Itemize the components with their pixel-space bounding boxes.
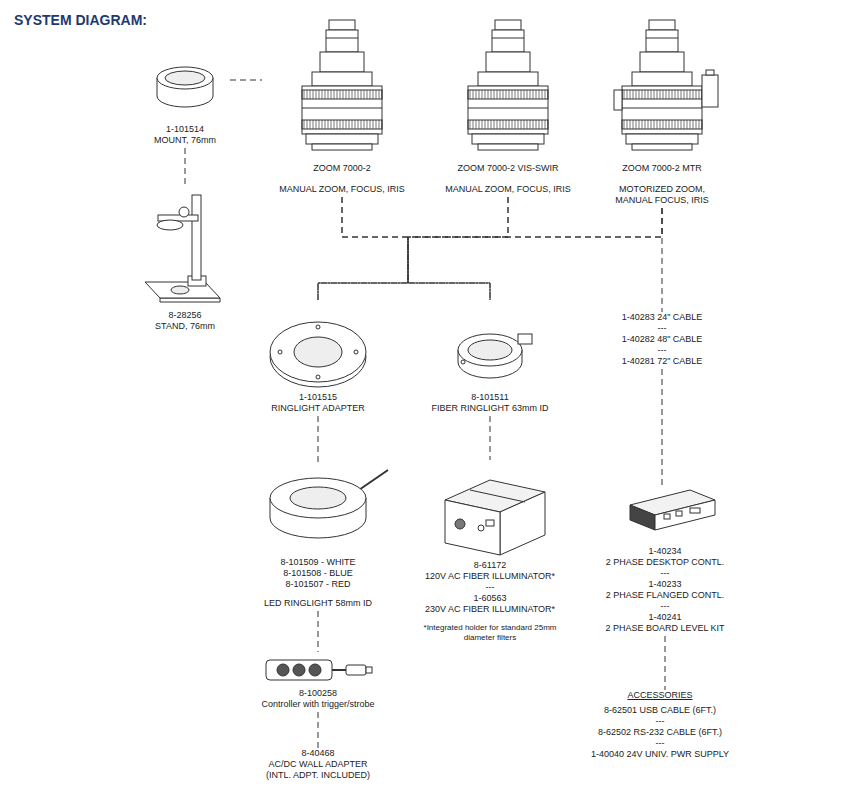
caption-text: 1-40281 72" CABLE (612, 356, 712, 367)
caption-text: LED RINGLIGHT 58mm ID (253, 598, 383, 609)
caption-text: 1-40282 48" CABLE (612, 334, 712, 345)
dashed-connector (408, 208, 662, 300)
stepper-controller (630, 490, 715, 530)
controller-node: 1-402342 PHASE DESKTOP CONTL.---1-402332… (590, 488, 740, 636)
caption-text: 8-101508 - BLUE (253, 568, 383, 579)
caption-text: 1-60563 (405, 593, 575, 604)
caption-text: 2 PHASE BOARD LEVEL KIT (590, 623, 740, 634)
caption-text: MANUAL ZOOM, FOCUS, IRIS (262, 184, 422, 195)
accessories-list: ACCESSORIES8-62501 USB CABLE (6FT.)---8-… (570, 690, 750, 762)
caption-text: ACCESSORIES (570, 690, 750, 701)
dashed-connector (185, 148, 186, 188)
caption-text: FIBER RINGLIGHT 63mm ID (425, 403, 555, 414)
dashed-connector (318, 197, 408, 300)
caption-text: 8-101507 - RED (253, 579, 383, 590)
caption-text: 8-40468 (250, 748, 386, 759)
lens-node: ZOOM 7000-2 MTR MOTORIZED ZOOM, MANUAL FO… (596, 18, 728, 208)
caption-text: --- (612, 345, 712, 356)
dashed-connector (318, 416, 319, 462)
cable-list: 1-40283 24" CABLE---1-40282 48" CABLE---… (612, 312, 712, 369)
caption-text: 8-100258 (253, 688, 383, 699)
caption-text: 120V AC FIBER ILLUMINATOR* (405, 571, 575, 582)
caption-text: 2 PHASE FLANGED CONTL. (590, 590, 740, 601)
dashed-connector (342, 197, 490, 300)
caption-text: 8-61172 (405, 560, 575, 571)
dashed-connector (318, 208, 662, 300)
caption-text: *Integrated holder for standard 25mm dia… (415, 623, 565, 643)
caption-text: MOUNT, 76mm (140, 135, 230, 146)
caption-text: --- (612, 323, 712, 334)
adapter-node: 1-101515RINGLIGHT ADAPTER (258, 300, 378, 416)
stand (145, 195, 220, 302)
caption-text: --- (590, 601, 740, 612)
dashed-connector (662, 369, 663, 488)
dashed-connector (318, 611, 319, 652)
caption-text: 8-101511 (425, 392, 555, 403)
dashed-connector (408, 197, 508, 300)
caption-text: 1-40283 24" CABLE (612, 312, 712, 323)
caption-text: STAND, 76mm (130, 321, 240, 332)
stand-node: 8-28256STAND, 76mm (130, 188, 240, 334)
caption-text: 1-40241 (590, 612, 740, 623)
ringlight-adapter (270, 322, 366, 387)
caption-text: ZOOM 7000-2 (262, 163, 422, 174)
zoom-lens-motorized (614, 20, 718, 150)
dashed-connector (318, 197, 508, 300)
caption-text: 1-101514 (140, 124, 230, 135)
led-controller (266, 660, 372, 680)
dashed-connector (230, 80, 262, 81)
caption-text: ZOOM 7000-2 VIS-SWIR (428, 163, 588, 174)
caption-text: MOTORIZED ZOOM, MANUAL FOCUS, IRIS (602, 184, 722, 206)
led-ringlight (270, 470, 388, 538)
zoom-lens (302, 20, 382, 150)
caption-text: 1-40233 (590, 579, 740, 590)
dashed-connector (662, 208, 663, 312)
caption-text: 8-62502 RS-232 CABLE (6FT.) (570, 727, 750, 738)
lens-node: ZOOM 7000-2 VIS-SWIR MANUAL ZOOM, FOCUS, … (428, 18, 588, 197)
zoom-lens (468, 20, 548, 150)
caption-text: 1-101515 (258, 392, 378, 403)
caption-text: --- (570, 716, 750, 727)
caption-text: RINGLIGHT ADAPTER (258, 403, 378, 414)
caption-text: 8-28256 (130, 310, 240, 321)
fiber-ringlight (458, 334, 532, 378)
caption-text: AC/DC WALL ADAPTER (INTL. ADPT. INCLUDED… (256, 759, 381, 781)
caption-text: 8-62501 USB CABLE (6FT.) (570, 705, 750, 716)
caption-text: 2 PHASE DESKTOP CONTL. (590, 557, 740, 568)
caption-text: Controller with trigger/strobe (253, 699, 383, 710)
dashed-connector (665, 636, 666, 690)
caption-text: 8-101509 - WHITE (253, 557, 383, 568)
caption-text: 1-40040 24V UNIV. PWR SUPPLY (570, 749, 750, 760)
dashed-connector (490, 416, 491, 460)
mount-ring (157, 67, 213, 107)
caption-text: --- (405, 582, 575, 593)
caption-text: MANUAL ZOOM, FOCUS, IRIS (428, 184, 588, 195)
caption-text: ZOOM 7000-2 MTR (596, 163, 728, 174)
mount-node: 1-101514MOUNT, 76mm (140, 60, 230, 148)
dashed-connector (318, 712, 319, 748)
fiber-illuminator (445, 480, 545, 555)
caption-text: --- (590, 568, 740, 579)
power-adapter-node: 8-40468AC/DC WALL ADAPTER (INTL. ADPT. I… (250, 748, 386, 783)
diagram-title: SYSTEM DIAGRAM: (14, 12, 147, 28)
led-ringlight-node: 8-101509 - WHITE8-101508 - BLUE8-101507 … (253, 462, 383, 611)
caption-text: 1-40234 (590, 546, 740, 557)
lens-node: ZOOM 7000-2MANUAL ZOOM, FOCUS, IRIS (262, 18, 422, 197)
led-controller-node: 8-100258Controller with trigger/strobe (253, 652, 383, 712)
caption-text: --- (570, 738, 750, 749)
caption-text: 230V AC FIBER ILLUMINATOR* (405, 604, 575, 615)
illuminator-node: 8-61172120V AC FIBER ILLUMINATOR*---1-60… (405, 460, 575, 645)
ringlight-node: 8-101511FIBER RINGLIGHT 63mm ID (425, 300, 555, 416)
